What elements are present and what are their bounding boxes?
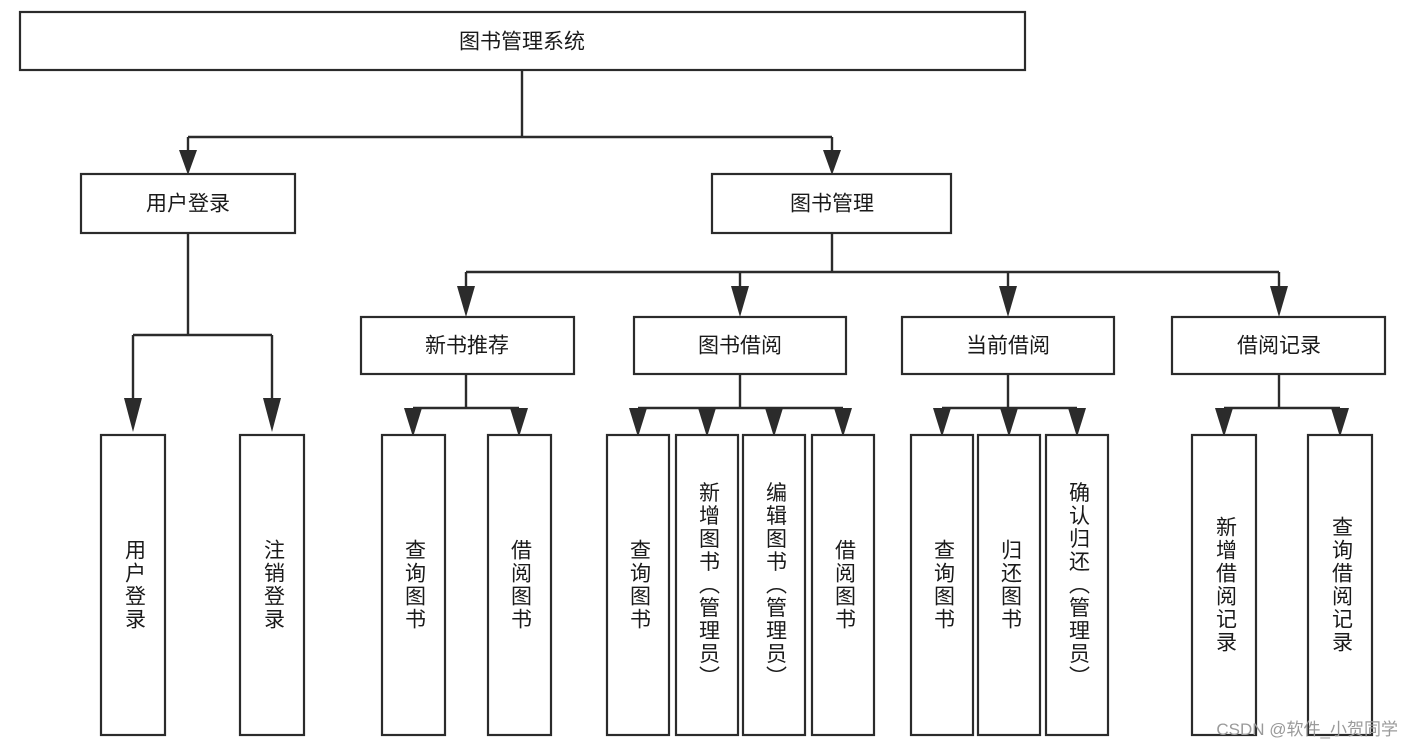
arrow-head-leaf-logout <box>263 398 281 432</box>
node-leaf-confirm-return[interactable]: 确认归还（管理员） <box>1044 433 1110 737</box>
node-new-book-recommend-label: 新书推荐 <box>425 335 509 358</box>
node-leaf-borrow-book-1-label: 借阅图书 <box>508 539 532 631</box>
node-book-management[interactable]: 图书管理 <box>710 172 953 235</box>
node-leaf-return-book[interactable]: 归还图书 <box>976 433 1042 737</box>
arrow-head-leaf-query-book-3 <box>933 408 951 437</box>
node-book-borrow-box[interactable] <box>632 315 848 376</box>
node-leaf-query-book-3-box[interactable] <box>909 433 975 737</box>
node-leaf-edit-book-box[interactable] <box>741 433 807 737</box>
node-leaf-query-book-3[interactable]: 查询图书 <box>909 433 975 737</box>
node-borrow-record-box[interactable] <box>1170 315 1387 376</box>
node-leaf-borrow-book-2-label: 借阅图书 <box>832 539 856 631</box>
node-leaf-query-record-label: 查询借阅记录 <box>1329 516 1353 654</box>
node-user-login-label: 用户登录 <box>146 193 230 216</box>
arrow-head-leaf-add-record <box>1215 408 1233 437</box>
node-book-borrow[interactable]: 图书借阅 <box>632 315 848 376</box>
csdn-watermark: CSDN @软件_小贺同学 <box>1216 720 1398 739</box>
arrow-head-current-borrow <box>999 286 1017 317</box>
node-leaf-borrow-book-2[interactable]: 借阅图书 <box>810 433 876 737</box>
node-leaf-user-login[interactable]: 用户登录 <box>99 433 167 737</box>
node-borrow-record-label: 借阅记录 <box>1237 335 1321 358</box>
node-leaf-query-book-1[interactable]: 查询图书 <box>380 433 447 737</box>
arrow-head-leaf-user-login <box>124 398 142 432</box>
node-leaf-return-book-box[interactable] <box>976 433 1042 737</box>
node-leaf-confirm-return-box[interactable] <box>1044 433 1110 737</box>
arrow-head-book-borrow <box>731 286 749 317</box>
node-user-login[interactable]: 用户登录 <box>79 172 297 235</box>
node-leaf-query-record[interactable]: 查询借阅记录 <box>1306 433 1374 737</box>
node-leaf-user-login-label: 用户登录 <box>122 539 146 631</box>
node-leaf-add-book[interactable]: 新增图书（管理员） <box>674 433 740 737</box>
node-leaf-logout-box[interactable] <box>238 433 306 737</box>
node-leaf-query-book-2-box[interactable] <box>605 433 671 737</box>
node-current-borrow-box[interactable] <box>900 315 1116 376</box>
arrow-head-new-book-recommend <box>457 286 475 317</box>
node-book-management-box[interactable] <box>710 172 953 235</box>
node-book-management-label: 图书管理 <box>790 193 874 216</box>
node-leaf-add-book-label: 新增图书（管理员） <box>696 482 720 689</box>
node-leaf-return-book-label: 归还图书 <box>998 539 1022 631</box>
arrow-head-leaf-query-record <box>1331 408 1349 437</box>
node-leaf-edit-book[interactable]: 编辑图书（管理员） <box>741 433 807 737</box>
connector-layer <box>124 70 1349 437</box>
node-leaf-add-record-box[interactable] <box>1190 433 1258 737</box>
node-leaf-borrow-book-1[interactable]: 借阅图书 <box>486 433 553 737</box>
node-leaf-borrow-book-2-box[interactable] <box>810 433 876 737</box>
arrow-head-user-login <box>179 150 197 175</box>
node-leaf-user-login-box[interactable] <box>99 433 167 737</box>
node-leaf-edit-book-label: 编辑图书（管理员） <box>763 482 787 689</box>
node-leaf-query-book-2[interactable]: 查询图书 <box>605 433 671 737</box>
node-leaf-add-book-box[interactable] <box>674 433 740 737</box>
node-current-borrow-label: 当前借阅 <box>966 335 1050 358</box>
arrow-head-leaf-borrow-book-1 <box>510 408 528 437</box>
node-leaf-logout-label: 注销登录 <box>261 539 285 631</box>
arrow-head-leaf-edit-book <box>765 408 783 437</box>
arrow-head-leaf-query-book-1 <box>404 408 422 437</box>
node-leaf-query-book-3-label: 查询图书 <box>931 539 955 631</box>
node-leaf-query-record-box[interactable] <box>1306 433 1374 737</box>
arrow-head-leaf-query-book-2 <box>629 408 647 437</box>
node-new-book-recommend[interactable]: 新书推荐 <box>359 315 576 376</box>
node-leaf-query-book-1-box[interactable] <box>380 433 447 737</box>
node-current-borrow[interactable]: 当前借阅 <box>900 315 1116 376</box>
node-leaf-logout[interactable]: 注销登录 <box>238 433 306 737</box>
node-user-login-box[interactable] <box>79 172 297 235</box>
node-leaf-query-book-1-label: 查询图书 <box>402 539 426 631</box>
node-root-box[interactable] <box>18 10 1027 72</box>
node-leaf-confirm-return-label: 确认归还（管理员） <box>1066 482 1090 689</box>
arrow-head-leaf-return-book <box>1000 408 1018 437</box>
node-leaf-add-record-label: 新增借阅记录 <box>1213 516 1237 654</box>
arrow-head-leaf-confirm-return <box>1068 408 1086 437</box>
node-new-book-recommend-box[interactable] <box>359 315 576 376</box>
node-borrow-record[interactable]: 借阅记录 <box>1170 315 1387 376</box>
node-leaf-add-record[interactable]: 新增借阅记录 <box>1190 433 1258 737</box>
arrow-head-leaf-borrow-book-2 <box>834 408 852 437</box>
node-book-borrow-label: 图书借阅 <box>698 335 782 358</box>
node-root[interactable]: 图书管理系统 <box>18 10 1027 72</box>
node-leaf-borrow-book-1-box[interactable] <box>486 433 553 737</box>
arrow-head-book-management <box>823 150 841 175</box>
arrow-head-leaf-add-book <box>698 408 716 437</box>
node-root-label: 图书管理系统 <box>459 31 585 54</box>
node-leaf-query-book-2-label: 查询图书 <box>627 539 651 631</box>
arrow-head-borrow-record <box>1270 286 1288 317</box>
